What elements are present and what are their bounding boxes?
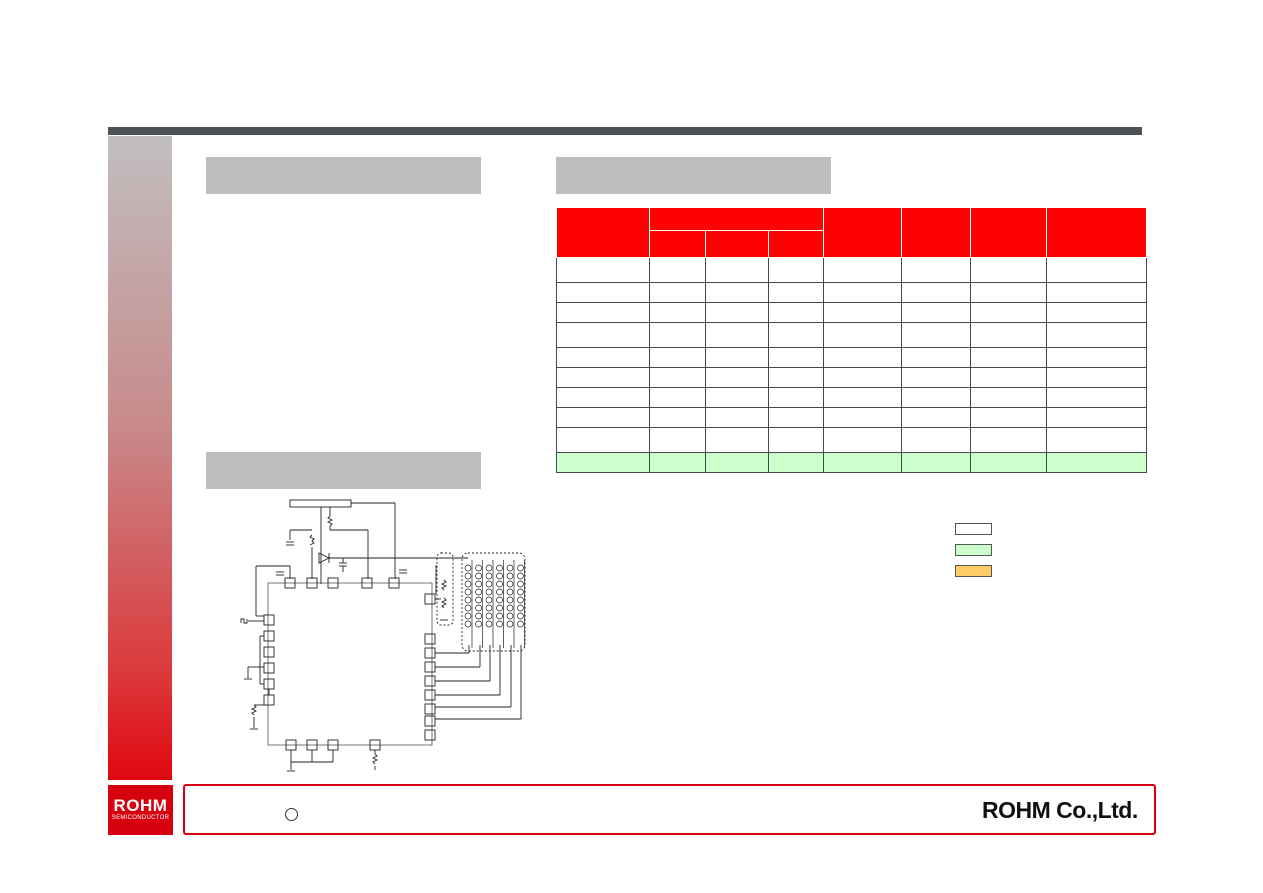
table-cell [767, 452, 825, 473]
table-row [556, 257, 1148, 283]
logo-text: ROHM [113, 796, 168, 815]
led-matrix [464, 560, 525, 648]
led [517, 564, 524, 572]
table-row [556, 387, 1148, 408]
led [464, 588, 472, 596]
led [485, 588, 493, 596]
led [517, 620, 524, 628]
led [485, 572, 493, 580]
led [485, 596, 493, 604]
table-cell [970, 257, 1048, 283]
led [496, 596, 503, 604]
led [517, 588, 524, 596]
led [475, 620, 482, 628]
led [517, 596, 524, 604]
led [496, 604, 503, 612]
section-header-features [206, 157, 481, 194]
legend-swatch-development [955, 565, 992, 577]
table-cell [970, 452, 1048, 473]
header-cell [823, 207, 903, 258]
led [485, 580, 493, 588]
subheader-cell [705, 230, 769, 258]
table-row [556, 407, 1148, 428]
table-cell [901, 452, 972, 473]
power-bar [289, 499, 352, 508]
led [464, 604, 472, 612]
legend-swatch-standard [955, 523, 992, 535]
led [475, 564, 482, 572]
led [485, 564, 493, 572]
led [464, 620, 472, 628]
section-header-application-circuit [206, 452, 481, 489]
table-cell [901, 257, 972, 283]
led [464, 564, 472, 572]
top-divider-bar [108, 127, 1142, 135]
led [464, 612, 472, 620]
led [506, 588, 514, 596]
led [506, 604, 514, 612]
led [485, 620, 493, 628]
ic-outline [267, 582, 433, 746]
led [506, 596, 514, 604]
led [475, 604, 482, 612]
header-group-cell [648, 207, 825, 231]
header-cell [1046, 207, 1148, 258]
led [506, 620, 514, 628]
subheader-cell [649, 230, 706, 258]
legend-swatch-highlight [955, 544, 992, 556]
led [475, 572, 482, 580]
led [464, 596, 472, 604]
led [506, 580, 514, 588]
table-row [556, 427, 1148, 453]
table-cell [556, 322, 650, 348]
footer-frame [183, 784, 1156, 835]
led [464, 572, 472, 580]
table-row [556, 367, 1148, 388]
led [506, 564, 514, 572]
led [506, 612, 514, 620]
led [475, 612, 482, 620]
logo-subtext: SEMICONDUCTOR [111, 815, 170, 821]
led [475, 596, 482, 604]
subheader-cell [767, 230, 825, 258]
led [464, 580, 472, 588]
side-gradient-bar [108, 136, 172, 780]
header-cell [970, 207, 1048, 258]
led [496, 612, 503, 620]
led [517, 612, 524, 620]
header-cell [901, 207, 972, 258]
led [506, 572, 514, 580]
led [485, 612, 493, 620]
led [496, 588, 503, 596]
led [496, 580, 503, 588]
led [496, 572, 503, 580]
led [496, 620, 503, 628]
table-cell [823, 427, 903, 453]
led [475, 580, 482, 588]
led [475, 588, 482, 596]
led [517, 580, 524, 588]
company-name: ROHM Co.,Ltd. [982, 797, 1138, 823]
table-row [556, 282, 1148, 303]
rohm-logo: ROHM SEMICONDUCTOR [108, 785, 173, 835]
lineup-table [556, 207, 1148, 473]
led [485, 604, 493, 612]
header-cell [556, 207, 650, 258]
table-cell [1046, 427, 1148, 453]
table-header [556, 207, 1148, 258]
copyright-icon [285, 808, 298, 821]
led [496, 564, 503, 572]
table-cell [705, 452, 769, 473]
section-header-lineup [556, 157, 831, 194]
table-row [556, 452, 1148, 473]
table-cell [649, 452, 706, 473]
table-cell [1046, 452, 1148, 473]
table-cell [556, 452, 650, 473]
led [517, 604, 524, 612]
table-cell [767, 322, 825, 348]
led [517, 572, 524, 580]
